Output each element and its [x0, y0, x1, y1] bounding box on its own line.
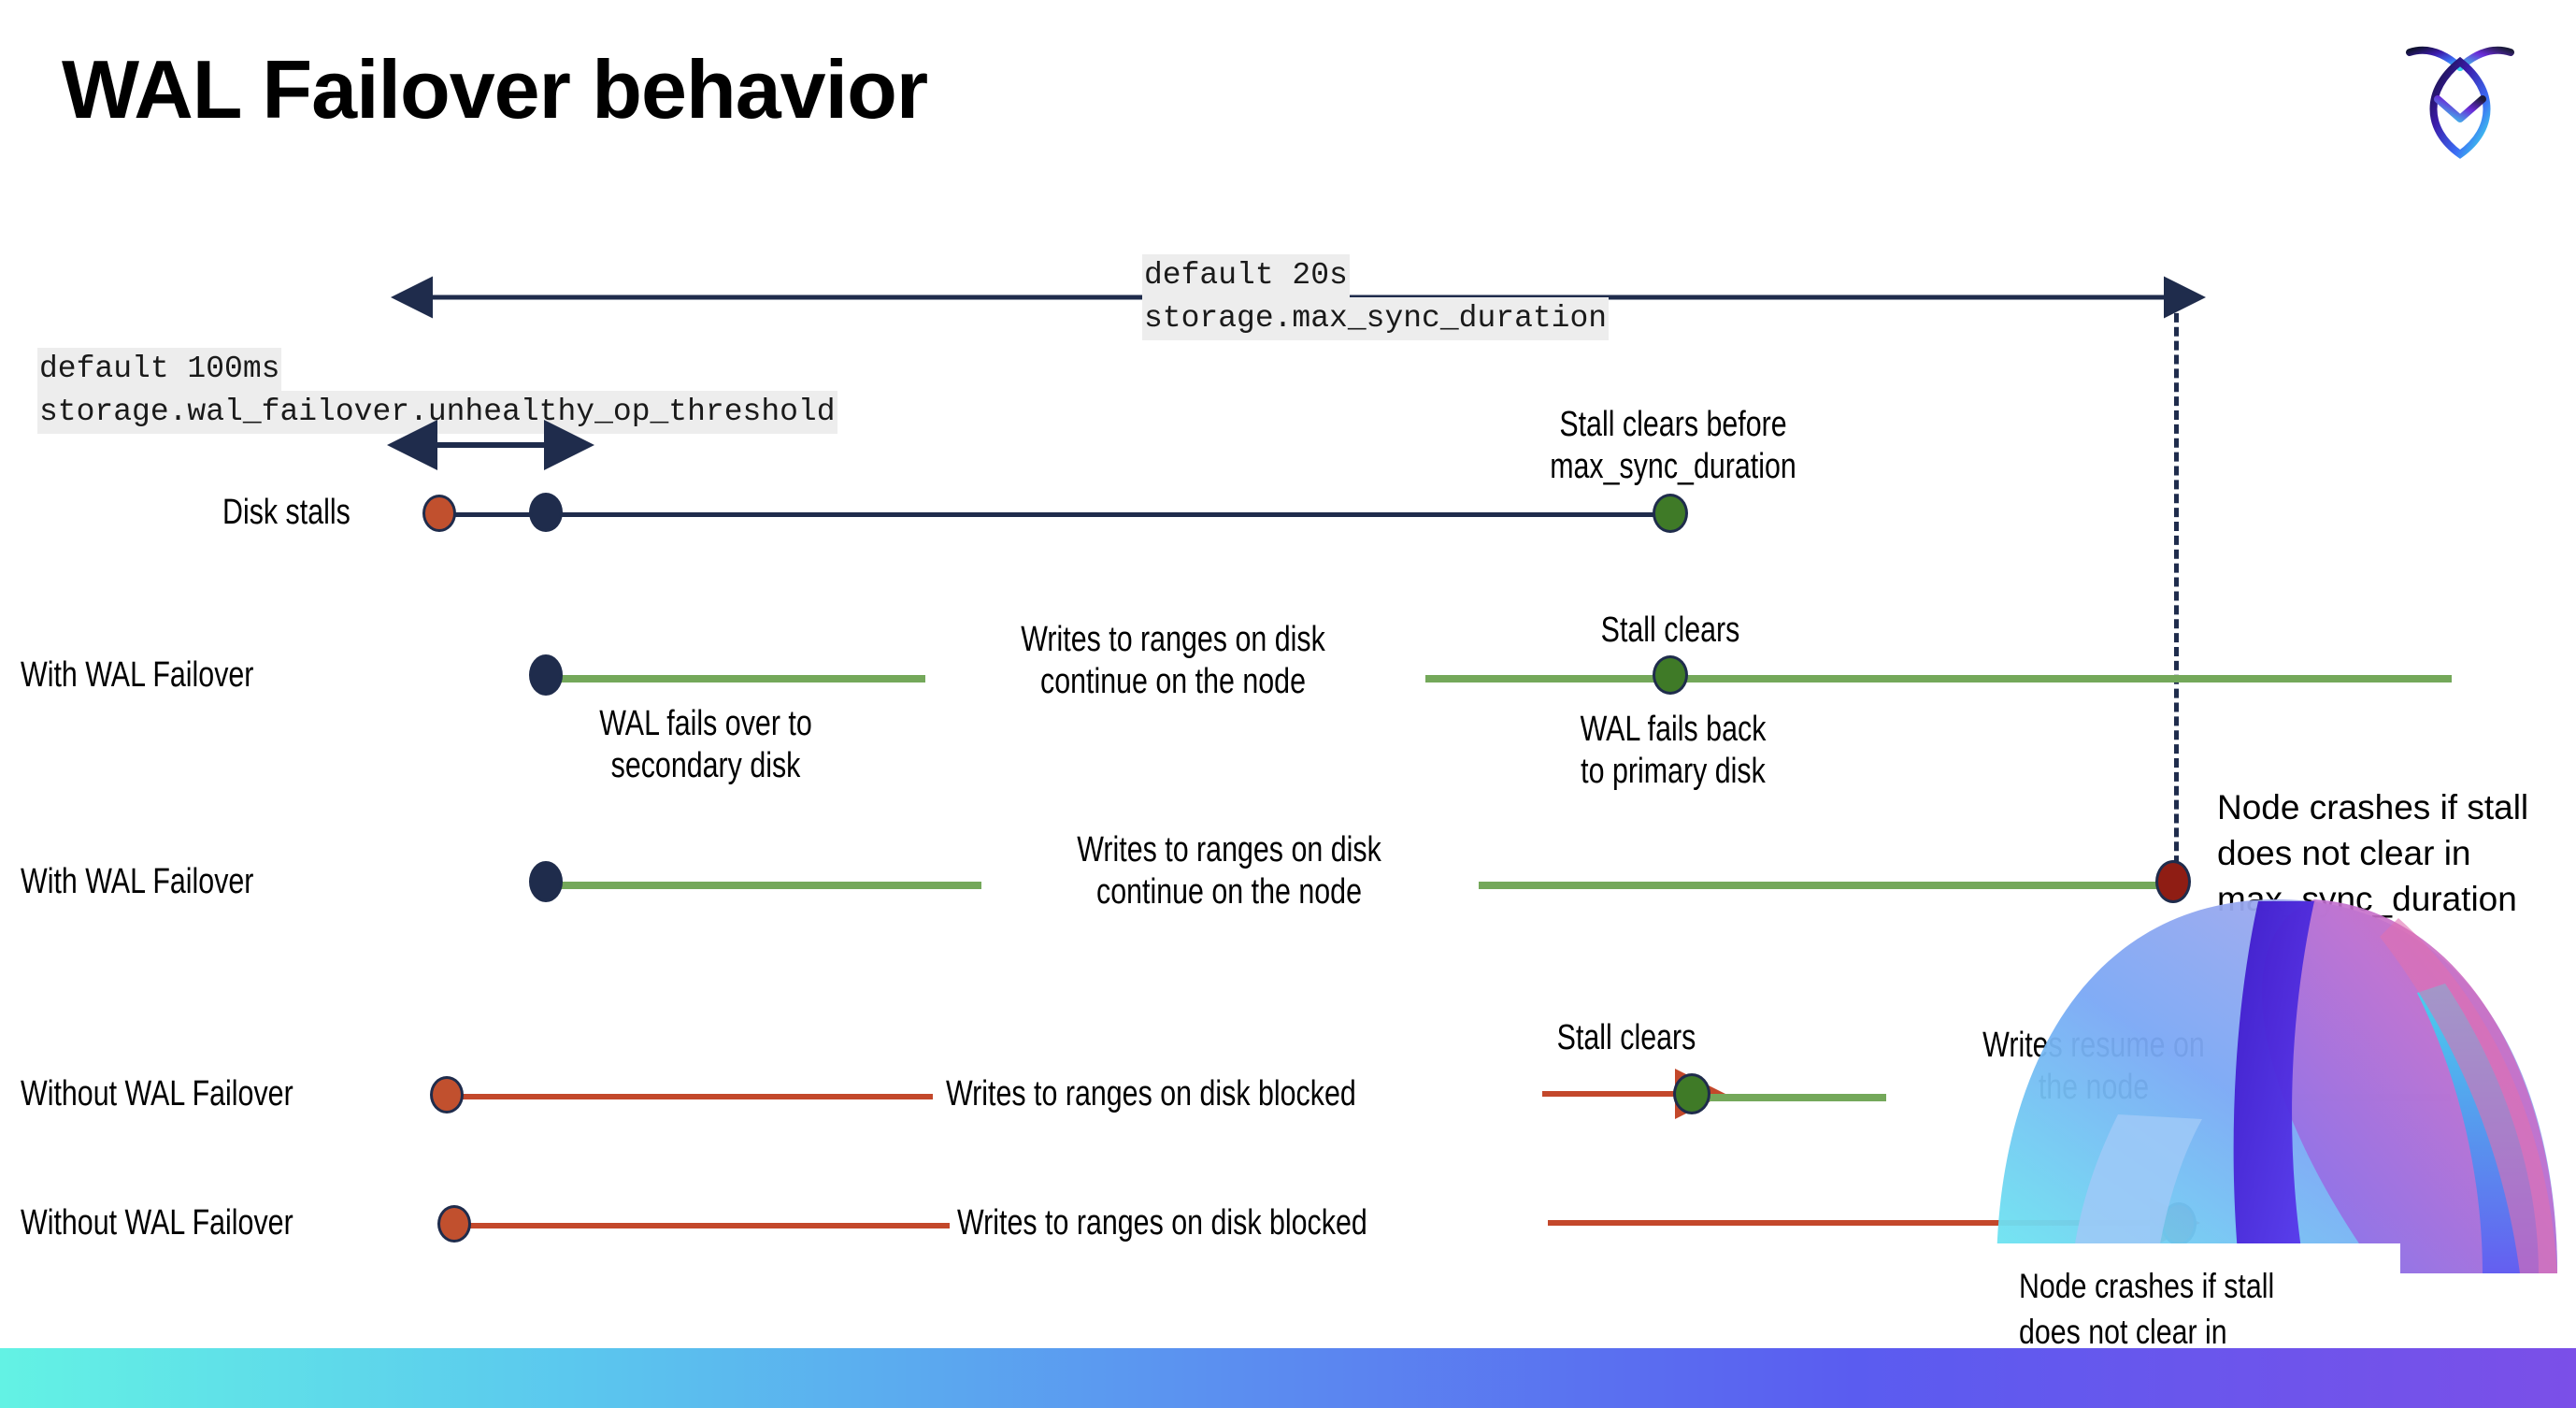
- with-wal-failover-1-failover-dot: [529, 654, 563, 696]
- with-wal-failover-2-failover-dot: [529, 861, 563, 902]
- without-wal-failover-1-resume-segment: [1707, 1094, 1886, 1101]
- note-stall-clears-1: Stall clears: [1600, 611, 1740, 650]
- callout-stall-clears-before-line1: Stall clears before: [1559, 405, 1787, 444]
- without-wal-failover-2-start-dot: [437, 1205, 471, 1243]
- page-title: WAL Failover behavior: [62, 43, 928, 136]
- callout-node-crashes-1-line2: does not clear in: [2217, 833, 2471, 872]
- disk-stall-start-dot: [422, 495, 456, 532]
- row-label-without-wal-failover-1: Without WAL Failover: [21, 1074, 293, 1113]
- without-wal-failover-1-blocked-segment-a: [447, 1094, 933, 1099]
- cockroachdb-logo-icon: [2382, 21, 2540, 161]
- note-wal-fails-back-line1: WAL fails back: [1580, 710, 1767, 749]
- note-wal-fails-back-line2: to primary disk: [1581, 751, 1766, 791]
- row-label-with-wal-failover-2: With WAL Failover: [21, 862, 254, 901]
- callout-stall-clears-before: Stall clears before max_sync_duration: [1501, 404, 1845, 488]
- callout-node-crashes-1: Node crashes if stall does not clear in …: [2217, 785, 2572, 922]
- note-writes-continue-2-line2: continue on the node: [1096, 871, 1362, 912]
- note-wal-fails-over-line2: secondary disk: [610, 745, 801, 785]
- note-wal-fails-over: WAL fails over to secondary disk: [530, 703, 881, 787]
- annotation-max-sync-duration: default 20s storage.max_sync_duration: [1142, 254, 1610, 341]
- callout-node-crashes-2-line2: does not clear in: [2019, 1312, 2227, 1351]
- without-wal-failover-1-resume-segment-b: [2286, 1094, 2451, 1101]
- note-stall-clears-2: Stall clears: [1556, 1018, 1696, 1057]
- note-wal-fails-over-line1: WAL fails over to: [599, 704, 812, 743]
- bottom-gradient-bar: [0, 1348, 2576, 1408]
- callout-stall-clears-before-line2: max_sync_duration: [1550, 446, 1796, 486]
- note-writes-resume: Writes resume on the node: [1937, 1025, 2251, 1109]
- note-writes-continue-2: Writes to ranges on disk continue on the…: [1046, 829, 1412, 913]
- note-writes-resume-line1: Writes resume on: [1982, 1026, 2205, 1065]
- with-wal-failover-1-segment-b: [1425, 675, 2452, 682]
- annotation-max-sync-duration-line2: storage.max_sync_duration: [1142, 297, 1610, 341]
- note-writes-resume-line2: the node: [2038, 1067, 2150, 1107]
- with-wal-failover-2-segment-a: [542, 882, 981, 889]
- disk-stall-threshold-dot: [529, 493, 563, 532]
- without-wal-failover-2-crash-dot: [2161, 1202, 2197, 1245]
- note-writes-blocked-1: Writes to ranges on disk blocked: [946, 1074, 1356, 1113]
- annotation-unhealthy-op-threshold-line1: default 100ms: [37, 348, 282, 392]
- annotation-unhealthy-op-threshold-line2: storage.wal_failover.unhealthy_op_thresh…: [37, 391, 837, 435]
- without-wal-failover-1-blocked-arrow: [1542, 1069, 1725, 1119]
- without-wal-failover-2-blocked-arrow: [1548, 1198, 2200, 1248]
- with-wal-failover-2-segment-b: [1479, 882, 2185, 889]
- callout-node-crashes-1-line3: max_sync_duration: [2217, 879, 2517, 918]
- unhealthy-op-threshold-span-arrow: [387, 420, 594, 470]
- without-wal-failover-1-stall-clears-dot: [1673, 1073, 1710, 1114]
- row-label-disk-stalls: Disk stalls: [222, 493, 351, 532]
- note-wal-fails-back: WAL fails back to primary disk: [1524, 709, 1823, 793]
- annotation-max-sync-duration-line1: default 20s: [1142, 254, 1350, 298]
- note-writes-continue-1-line1: Writes to ranges on disk: [1021, 620, 1325, 659]
- row-label-with-wal-failover-1: With WAL Failover: [21, 655, 254, 695]
- note-writes-continue-1-line2: continue on the node: [1040, 661, 1306, 701]
- note-writes-blocked-2: Writes to ranges on disk blocked: [957, 1203, 1367, 1243]
- disk-stalls-timeline: [439, 512, 1682, 517]
- row-label-without-wal-failover-2: Without WAL Failover: [21, 1203, 293, 1243]
- without-wal-failover-1-start-dot: [430, 1076, 464, 1113]
- with-wal-failover-2-crash-dot: [2155, 860, 2191, 903]
- callout-node-crashes-2-line1: Node crashes if stall: [2019, 1267, 2275, 1305]
- max-sync-duration-guide-line: [2174, 299, 2179, 879]
- annotation-unhealthy-op-threshold: default 100ms storage.wal_failover.unhea…: [37, 348, 837, 435]
- note-writes-continue-1: Writes to ranges on disk continue on the…: [990, 619, 1356, 703]
- with-wal-failover-1-stall-clears-dot: [1653, 655, 1688, 695]
- note-writes-continue-2-line1: Writes to ranges on disk: [1077, 830, 1381, 869]
- callout-node-crashes-1-line1: Node crashes if stall: [2217, 788, 2529, 826]
- without-wal-failover-2-blocked-segment-a: [454, 1223, 950, 1228]
- with-wal-failover-1-segment-a: [542, 675, 925, 682]
- disk-stall-clears-dot: [1653, 494, 1688, 533]
